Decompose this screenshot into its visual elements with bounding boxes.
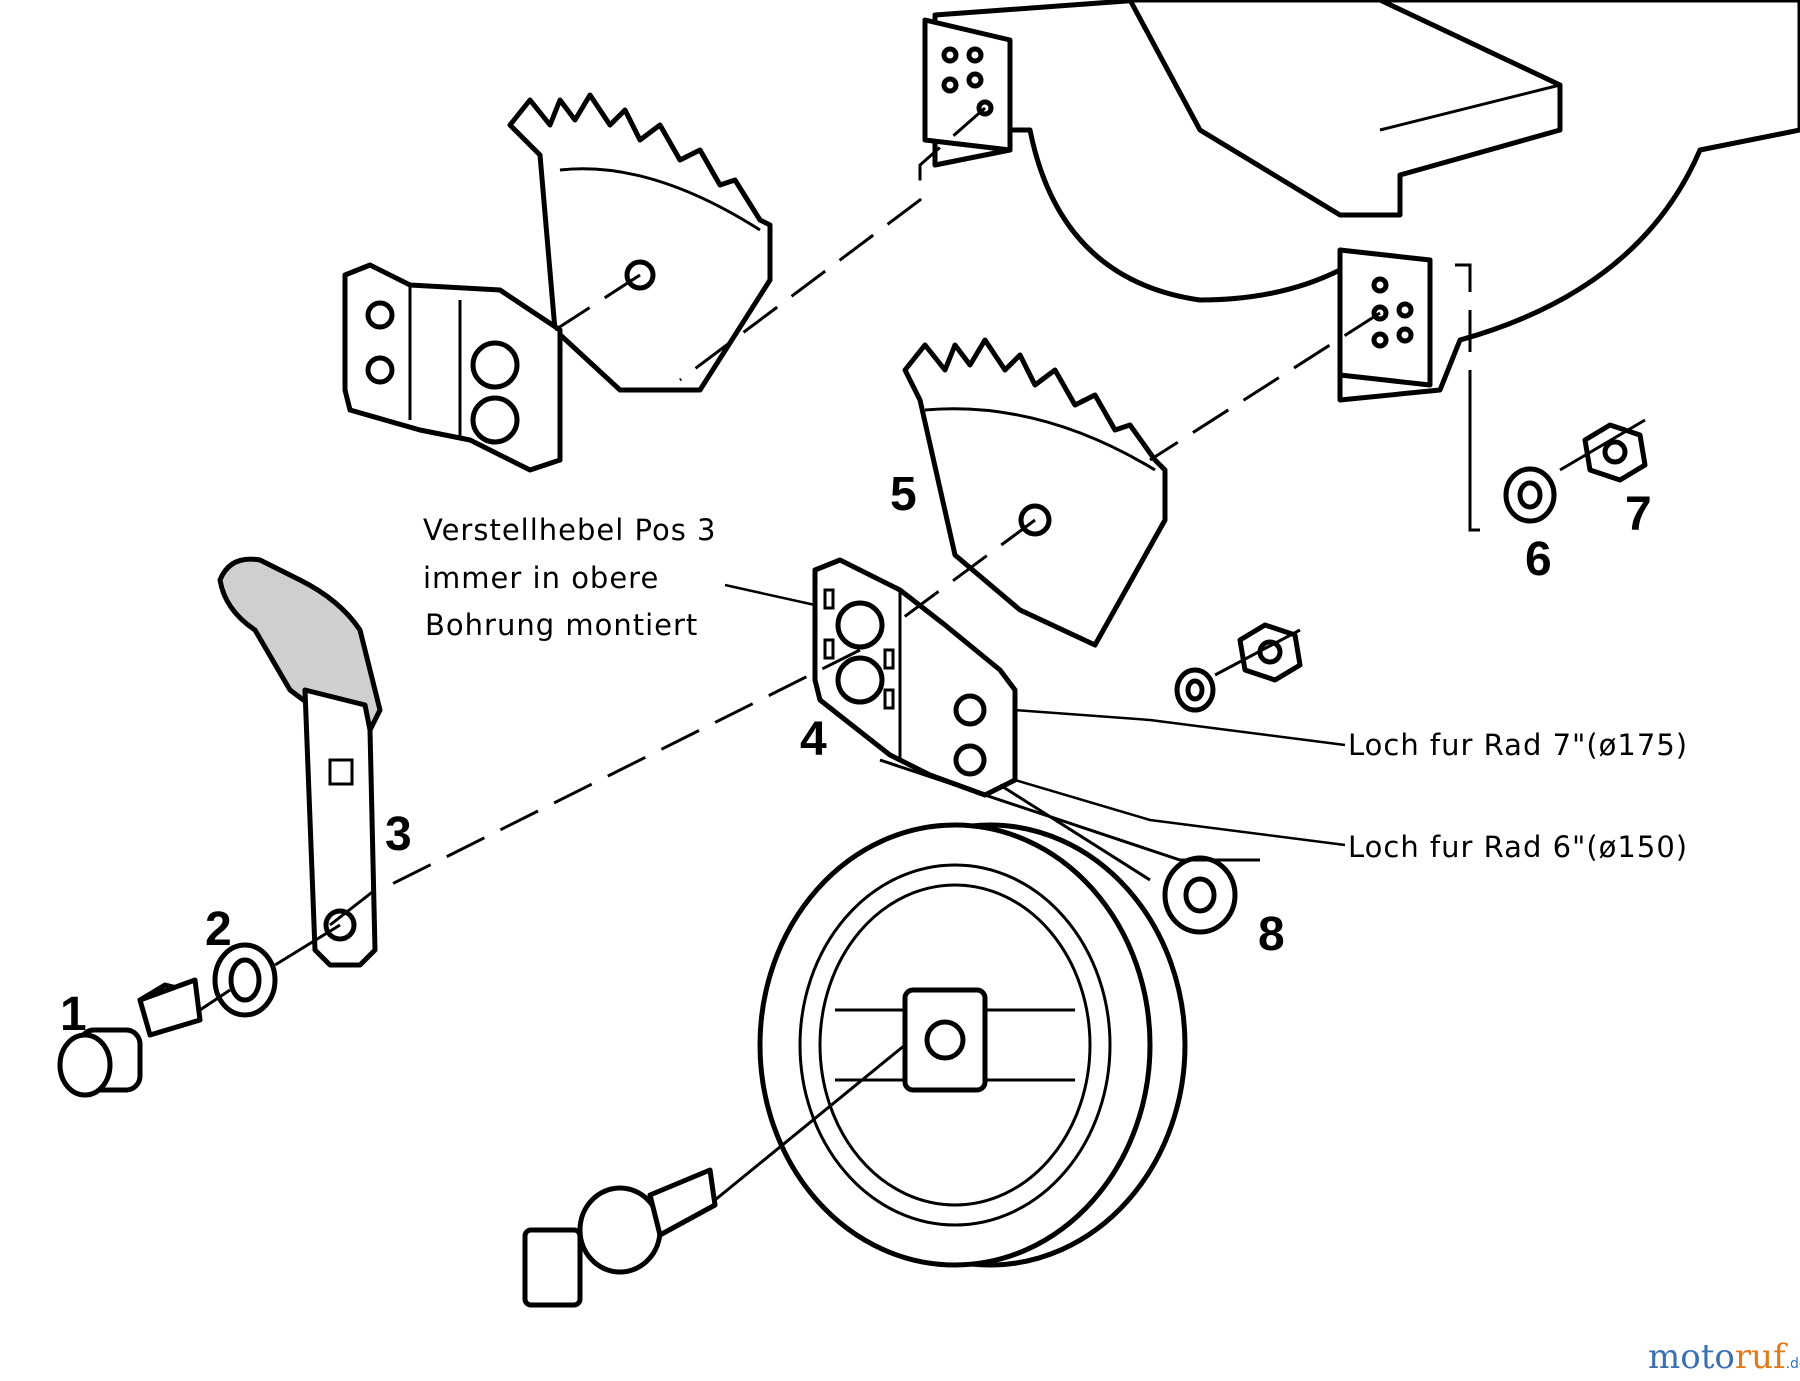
callout-3: 3 (385, 808, 412, 861)
upper-mounting-bracket (342, 262, 563, 473)
note-line-3: Bohrung montiert (425, 608, 698, 642)
watermark-logo: motoruf.de (1648, 1337, 1800, 1377)
note-line-1: Verstellhebel Pos 3 (423, 513, 717, 547)
mower-deck (922, 0, 1800, 532)
callout-8: 8 (1258, 908, 1285, 961)
washer-2 (212, 942, 278, 1018)
toothed-plate-5 (902, 337, 1168, 648)
callout-5: 5 (890, 468, 917, 521)
assembly-lines (199, 106, 1646, 1202)
watermark-part-a: moto (1648, 1337, 1735, 1376)
bolt-1 (57, 977, 203, 1098)
washer-mid (1174, 667, 1216, 713)
callout-7: 7 (1625, 488, 1652, 541)
callout-6: 6 (1525, 533, 1552, 586)
callout-4: 4 (800, 713, 827, 766)
callout-2: 2 (205, 903, 232, 956)
watermark-part-b: ruf (1735, 1337, 1788, 1376)
spacer-8 (1162, 855, 1238, 935)
nut-7 (1582, 422, 1648, 483)
wheel (757, 822, 1188, 1268)
mounting-bracket-4 (812, 557, 1018, 798)
svg-text:motoruf.de: motoruf.de (1648, 1337, 1800, 1376)
washer-6 (1503, 466, 1557, 524)
wheel-bolt (522, 1167, 718, 1308)
watermark-part-c: .de (1786, 1356, 1800, 1372)
callout-1: 1 (60, 988, 87, 1041)
leader-lines (724, 583, 1346, 847)
label-wheel-7-inch: Loch fur Rad 7"(ø175) (1348, 728, 1688, 762)
adjustment-lever-3 (217, 556, 383, 968)
note-line-2: immer in obere (423, 561, 659, 595)
label-wheel-6-inch: Loch fur Rad 6"(ø150) (1348, 830, 1688, 864)
